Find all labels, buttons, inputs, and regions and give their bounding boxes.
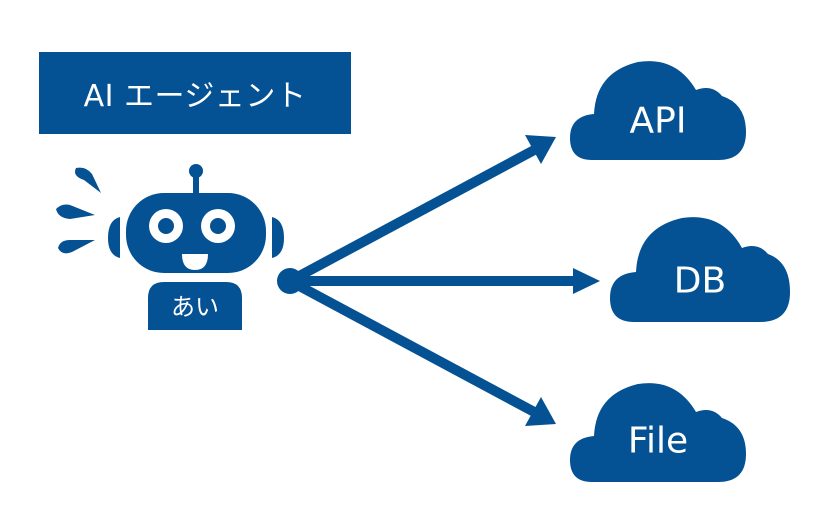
cloud-icon xyxy=(570,61,746,160)
cloud-file[interactable]: File xyxy=(570,383,746,482)
arrowhead-db-icon xyxy=(573,268,600,294)
cloud-label-api: API xyxy=(630,101,687,142)
arrowhead-api-icon xyxy=(525,135,556,164)
title-box: AI エージェント xyxy=(39,52,351,134)
cloud-label-db: DB xyxy=(674,261,726,302)
cloud-label-file: File xyxy=(628,421,688,462)
arrow-to-file xyxy=(287,276,541,419)
cloud-db[interactable]: DB xyxy=(610,217,790,322)
title-label: AI エージェント xyxy=(83,79,307,114)
robot-icon xyxy=(108,164,284,330)
cloud-icon xyxy=(610,217,790,322)
cloud-icon xyxy=(570,383,746,482)
excitement-marks-icon xyxy=(56,167,101,254)
agent-name-label: あい xyxy=(171,293,219,321)
arrowhead-file-icon xyxy=(525,397,556,426)
arrow-to-api xyxy=(287,143,541,286)
connector-arrows xyxy=(277,135,600,426)
cloud-api[interactable]: API xyxy=(570,61,746,160)
